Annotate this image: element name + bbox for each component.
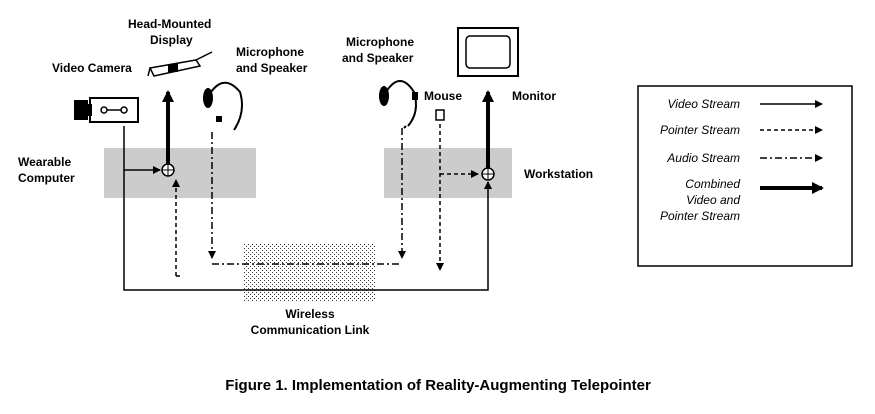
label-wireless-2: Communication Link bbox=[251, 323, 370, 337]
label-video-camera: Video Camera bbox=[52, 61, 132, 75]
audio-stream-lines bbox=[208, 128, 406, 265]
label-microphone-right-1: Microphone bbox=[346, 35, 414, 49]
label-monitor: Monitor bbox=[512, 89, 556, 103]
label-mouse: Mouse bbox=[424, 89, 462, 103]
legend: Video Stream Pointer Stream Audio Stream… bbox=[637, 85, 853, 267]
legend-combined-label-1: Combined bbox=[685, 177, 740, 191]
label-workstation: Workstation bbox=[524, 167, 593, 181]
video-stream-lines bbox=[123, 126, 492, 291]
label-head-mounted-display-1: Head-Mounted bbox=[128, 17, 211, 31]
head-mounted-display-icon bbox=[147, 51, 213, 77]
headset-left-icon bbox=[203, 81, 243, 131]
wireless-link-region bbox=[244, 244, 376, 302]
mouse-icon bbox=[435, 109, 445, 121]
wearable-computer-box bbox=[104, 148, 256, 198]
label-wireless-1: Wireless bbox=[285, 307, 335, 321]
video-camera-icon bbox=[74, 97, 139, 123]
monitor-icon bbox=[457, 27, 519, 77]
label-head-mounted-display-2: Display bbox=[150, 33, 193, 47]
headset-right-icon bbox=[379, 80, 418, 129]
legend-box bbox=[637, 85, 853, 267]
legend-audio-label: Audio Stream bbox=[666, 151, 740, 165]
figure-caption: Figure 1. Implementation of Reality-Augm… bbox=[225, 377, 651, 394]
label-wearable-computer-2: Computer bbox=[18, 171, 75, 185]
combiner-right bbox=[481, 167, 495, 181]
pointer-stream-lines bbox=[172, 124, 479, 277]
legend-pointer-label: Pointer Stream bbox=[660, 123, 740, 137]
legend-video-label: Video Stream bbox=[668, 97, 741, 111]
combiner-left bbox=[161, 163, 175, 177]
label-microphone-right-2: and Speaker bbox=[342, 51, 414, 65]
legend-combined-label-3: Pointer Stream bbox=[660, 209, 740, 223]
label-microphone-left-2: and Speaker bbox=[236, 61, 308, 75]
label-wearable-computer-1: Wearable bbox=[18, 155, 71, 169]
label-microphone-left-1: Microphone bbox=[236, 45, 304, 59]
legend-combined-label-2: Video and bbox=[686, 193, 740, 207]
